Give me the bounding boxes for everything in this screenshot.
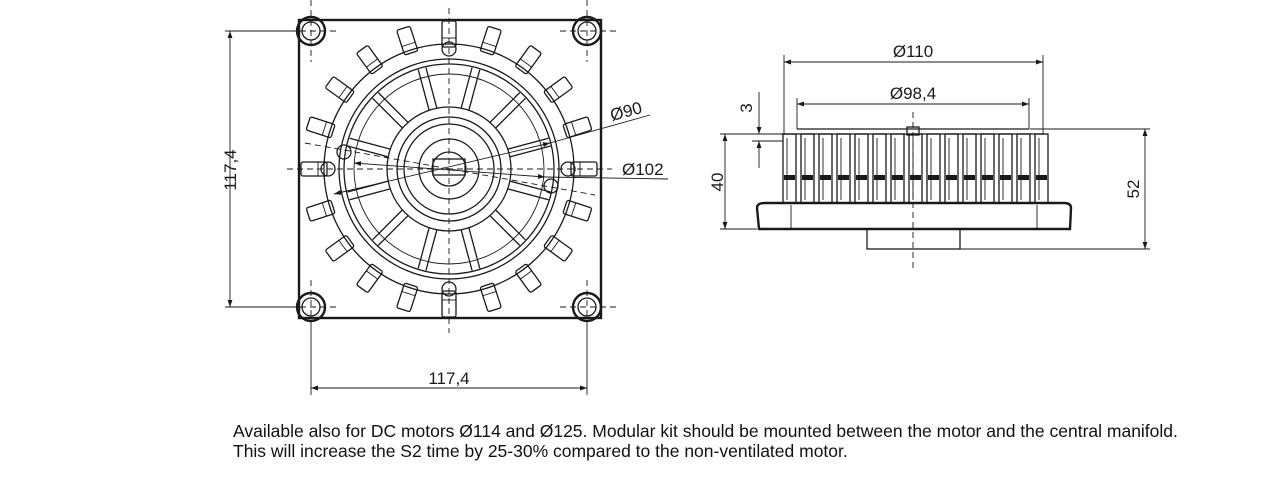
bottom-hub [866,228,961,250]
diameter-102-dimension: Ø102 [622,160,664,179]
spoke [417,67,438,111]
side-fin [944,133,959,204]
fin [325,235,355,262]
side-fin [980,133,995,204]
side-fin [926,133,941,204]
side-fins [782,133,1049,204]
side-fin [818,133,833,204]
spoke [460,67,481,111]
front-view: 117,4 117,4 Ø90 Ø102 [221,0,669,395]
spoke [347,180,391,201]
diameter-90-dimension: Ø90 [608,98,644,125]
fin [356,45,383,75]
fin [305,199,336,222]
front-width-dimension: 117,4 [428,369,469,388]
fin [325,76,355,103]
fin [515,263,542,293]
fin [479,25,502,56]
thickness-3-dimension: 3 [737,103,756,112]
front-height-dimension: 117,4 [221,149,240,190]
spoke [372,209,409,246]
side-fin [1034,133,1049,204]
side-fin [962,133,977,204]
fin [479,282,502,313]
spoke [489,92,526,129]
side-fin [782,133,797,204]
fin [396,25,419,56]
side-fin [836,133,851,204]
side-fin [908,133,923,204]
diameter-110-dimension: Ø110 [893,42,933,61]
spoke [489,209,526,246]
fin [562,199,593,222]
side-fin [854,133,869,204]
side-fin [872,133,887,204]
note-line-2: This will increase the S2 time by 25-30%… [233,441,848,461]
side-view: Ø110 Ø98,4 3 40 52 [708,42,1150,268]
fin [396,282,419,313]
fin [515,45,542,75]
spoke [417,227,438,271]
height-52-dimension: 52 [1124,180,1143,199]
fin [543,76,573,103]
diameter-98-dimension: Ø98,4 [890,84,936,103]
fin [562,116,593,139]
side-fin [800,133,815,204]
spoke [372,92,409,129]
fin [543,235,573,262]
fin [305,116,336,139]
base-flange [755,201,1073,231]
height-40-dimension: 40 [708,173,727,192]
side-fin [890,133,905,204]
note-line-1: Available also for DC motors Ø114 and Ø1… [233,421,1178,441]
side-fin [998,133,1013,204]
side-fin [1016,133,1031,204]
fin [356,263,383,293]
spoke [460,227,481,271]
